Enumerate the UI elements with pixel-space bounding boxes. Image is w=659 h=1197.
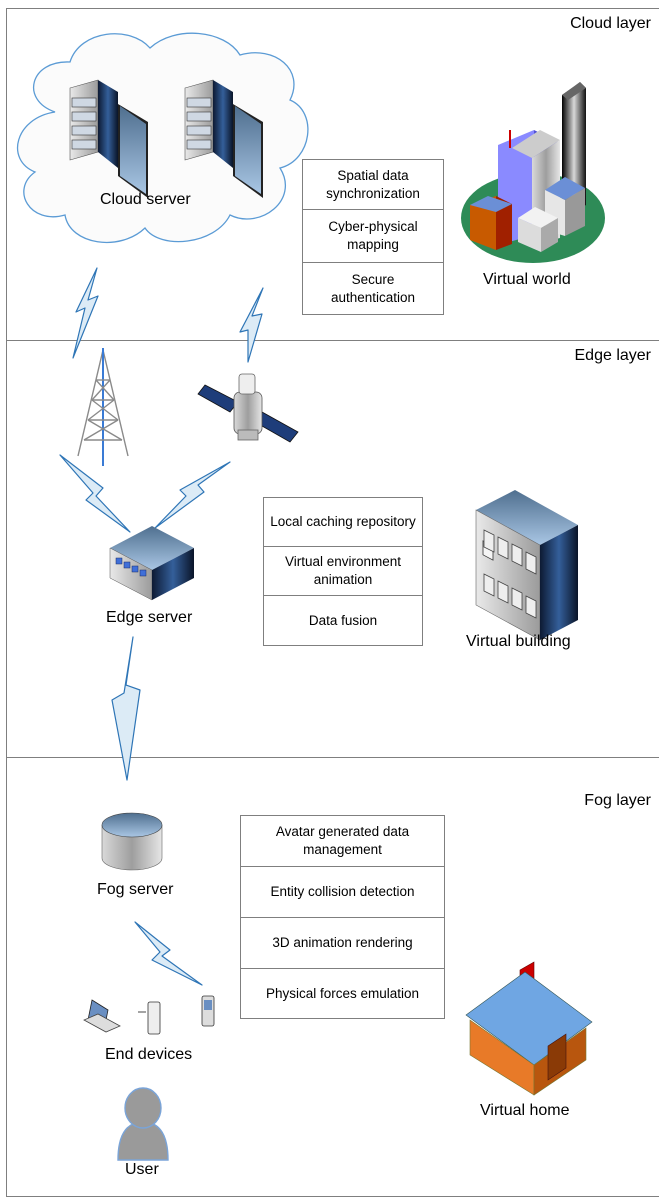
radio-tower-icon (77, 348, 129, 466)
fog-server-label: Fog server (97, 881, 174, 898)
virtual-world-label: Virtual world (483, 271, 571, 288)
function-item: Cyber-physical mapping (303, 210, 443, 263)
function-item: Entity collision detection (241, 867, 444, 918)
cloud-function-box: Spatial data synchronization Cyber-physi… (302, 159, 444, 315)
function-item: Spatial data synchronization (303, 160, 443, 210)
cloud-layer-title: Cloud layer (570, 15, 651, 32)
fog-server-icon (101, 812, 163, 871)
cloud-server-icon (69, 79, 263, 198)
virtual-world-icon (461, 82, 605, 263)
function-item: Virtual environment animation (264, 547, 422, 596)
virtual-building-label: Virtual building (466, 633, 571, 650)
user-icon (117, 1087, 169, 1161)
function-item: Physical forces emulation (265, 985, 420, 1001)
virtual-building-icon (475, 490, 578, 641)
function-item: Local caching repository (264, 498, 422, 547)
phone-icon (138, 1001, 161, 1035)
fog-layer-title: Fog layer (584, 792, 651, 809)
edge-server-icon (109, 526, 194, 601)
function-item: 3D animation rendering (241, 918, 444, 969)
virtual-home-icon (465, 961, 593, 1096)
end-devices-label: End devices (105, 1046, 193, 1063)
pda-icon (201, 995, 215, 1027)
laptop-icon (83, 999, 121, 1033)
satellite-icon (197, 373, 299, 443)
end-devices-icon (83, 995, 215, 1035)
edge-layer-title: Edge layer (574, 347, 652, 364)
function-item: Avatar generated data management (241, 816, 444, 867)
function-item: Data fusion (308, 612, 378, 628)
edge-server-label: Edge server (106, 609, 193, 626)
fog-function-box: Avatar generated data management Entity … (240, 815, 445, 1019)
cloud-shape (17, 32, 309, 243)
virtual-home-label: Virtual home (480, 1102, 570, 1119)
user-label: User (125, 1161, 159, 1178)
function-item: Secure authentication (330, 271, 416, 305)
edge-function-box: Local caching repository Virtual environ… (263, 497, 423, 646)
cloud-server-label: Cloud server (100, 191, 191, 208)
